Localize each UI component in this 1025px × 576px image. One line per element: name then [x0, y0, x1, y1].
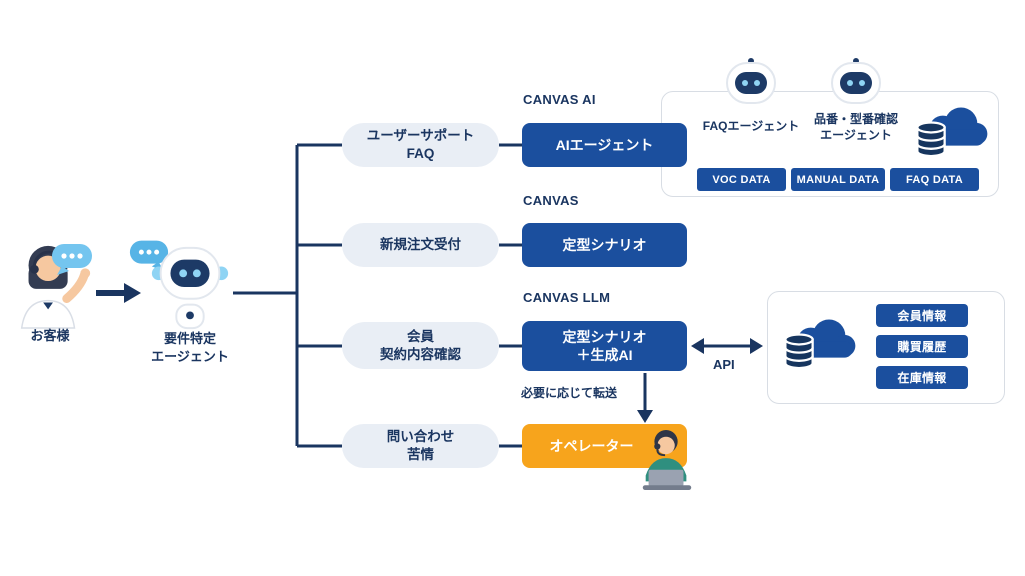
customer-label: お客様 — [30, 328, 70, 343]
arrow-api-head-left — [691, 338, 704, 354]
arrow-api-head-right — [750, 338, 763, 354]
chip-purchase-history: 購買履歴 — [876, 335, 968, 358]
tag-canvas: CANVAS — [523, 193, 579, 208]
operator-illustration — [642, 429, 692, 491]
router-robot-illustration — [151, 246, 229, 330]
model-agent-label: 品番・型番確認 エージェント — [813, 112, 898, 142]
api-label: API — [713, 357, 735, 372]
pill-inquiry-complaint: 問い合わせ 苦情 — [342, 424, 499, 468]
router-label: 要件特定 エージェント — [151, 331, 229, 364]
arrow-customer-to-router-head — [124, 283, 141, 303]
chip-stock-info: 在庫情報 — [876, 366, 968, 389]
pill-member-contract: 会員 契約内容確認 — [342, 322, 499, 369]
database-panel: 会員情報 購買履歴 在庫情報 — [767, 291, 1005, 404]
connector-pill-to-box — [499, 143, 522, 448]
chip-member-info: 会員情報 — [876, 304, 968, 327]
tag-canvas-ai: CANVAS AI — [523, 92, 596, 107]
tag-canvas-llm: CANVAS LLM — [523, 290, 611, 305]
arrow-transfer-head — [637, 410, 653, 423]
pill-user-support-faq: ユーザーサポート FAQ — [342, 123, 499, 167]
chip-manual-data: MANUAL DATA — [791, 168, 885, 191]
box-scenario-genai: 定型シナリオ ＋生成AI — [522, 321, 687, 371]
transfer-note: 必要に応じて転送 — [521, 386, 618, 400]
box-scenario: 定型シナリオ — [522, 223, 687, 267]
model-agent-robot-icon — [831, 58, 881, 104]
faq-agent-label: FAQエージェント — [702, 119, 800, 133]
pill-new-order: 新規注文受付 — [342, 223, 499, 267]
faq-cloud-database-icon — [916, 107, 988, 158]
chip-faq-data: FAQ DATA — [890, 168, 979, 191]
faq-agent-robot-icon — [726, 58, 776, 104]
faq-agents-panel: FAQエージェント 品番・型番確認 エージェント VOC DATA MANUAL… — [661, 58, 999, 197]
connector-branch-stubs — [297, 143, 342, 448]
box-ai-agent: AIエージェント — [522, 123, 687, 167]
db-cloud-database-icon — [784, 319, 856, 370]
customer-speech-bubble-icon — [52, 244, 92, 275]
router-speech-bubble-icon — [129, 240, 169, 271]
chip-voc-data: VOC DATA — [697, 168, 786, 191]
